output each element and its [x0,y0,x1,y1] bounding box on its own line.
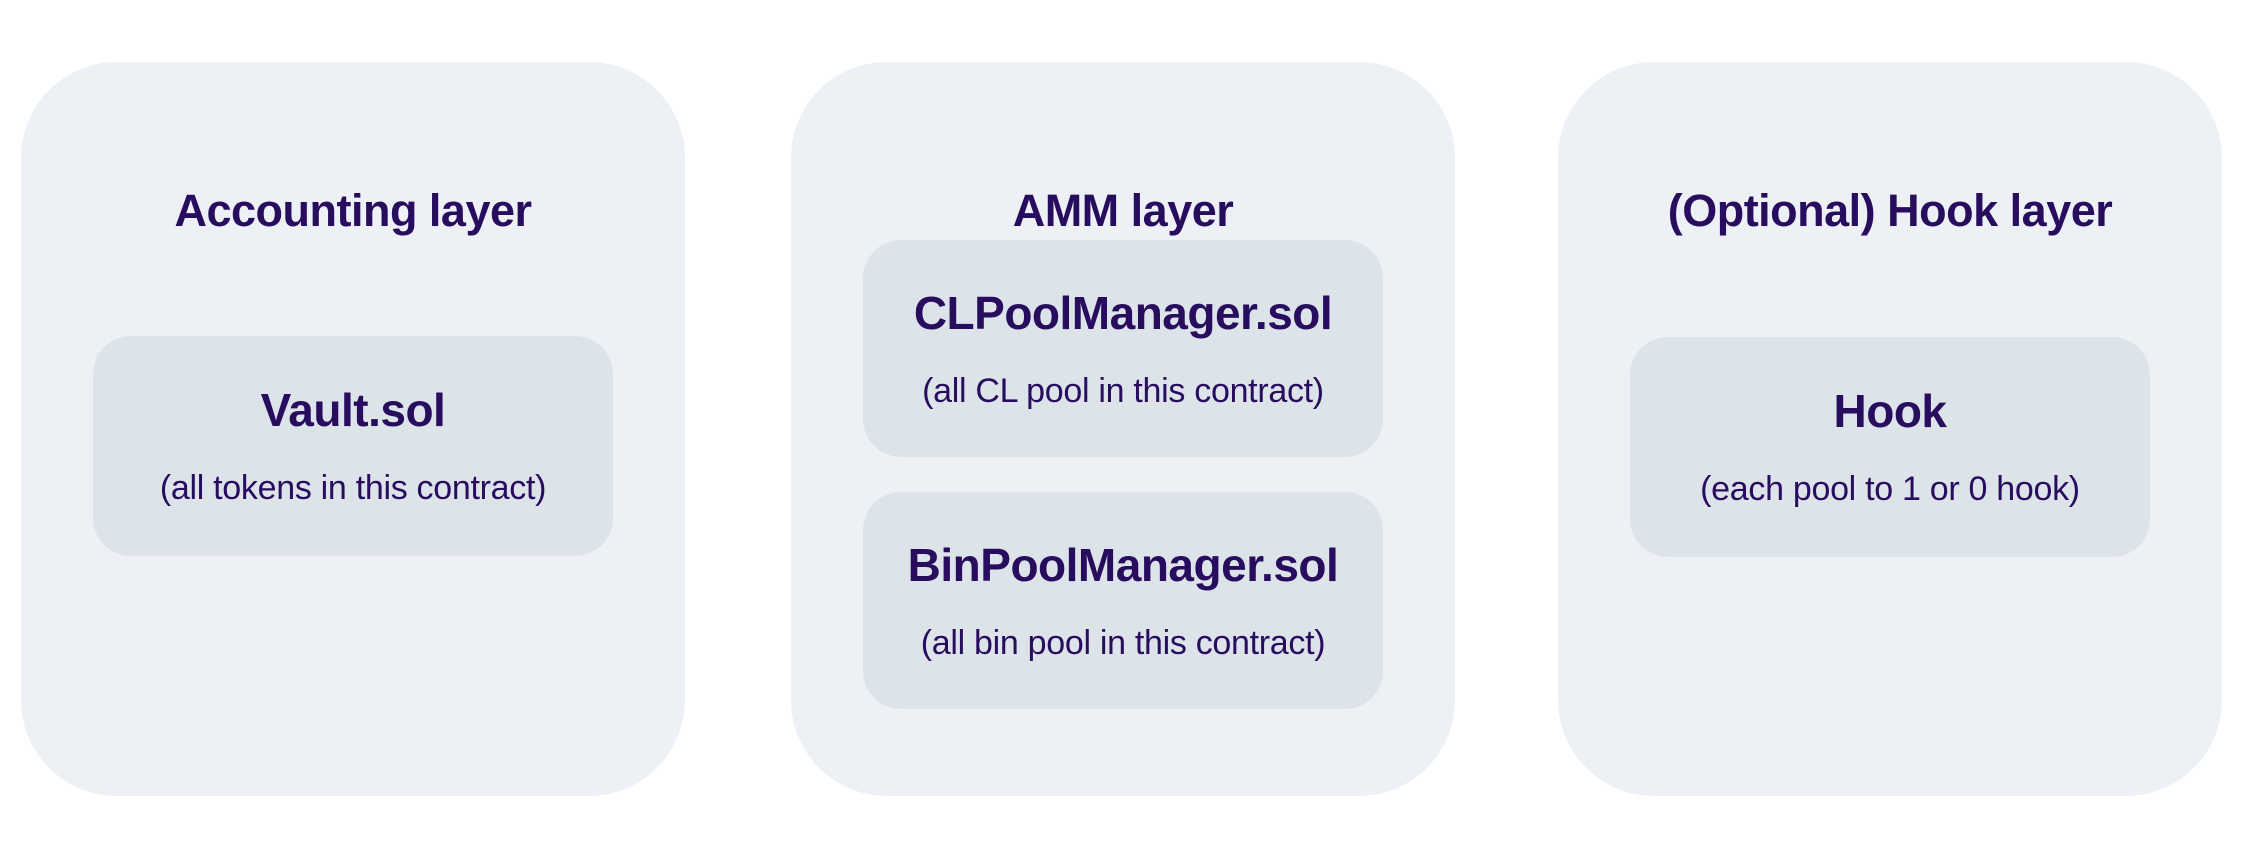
card-subtitle: (all tokens in this contract) [159,469,547,508]
card-subtitle: (all bin pool in this contract) [920,623,1326,662]
panel-hook-layer: (Optional) Hook layer Hook (each pool to… [1558,62,2222,796]
card-title: Hook [1833,385,1948,437]
card-title: BinPoolManager.sol [907,538,1339,591]
card-subtitle: (each pool to 1 or 0 hook) [1700,470,2080,509]
panel-accounting-layer: Accounting layer Vault.sol (all tokens i… [21,62,685,796]
panel-title: (Optional) Hook layer [1667,185,2113,236]
card-title: CLPoolManager.sol [913,286,1333,339]
panel-title: AMM layer [1012,185,1234,236]
panel-title: Accounting layer [174,185,532,236]
panel-amm-layer: AMM layer CLPoolManager.sol (all CL pool… [791,62,1455,796]
card-title: Vault.sol [260,384,446,436]
card-hook: Hook (each pool to 1 or 0 hook) [1630,337,2150,557]
card-vault-sol: Vault.sol (all tokens in this contract) [93,336,613,556]
card-binpoolmanager-sol: BinPoolManager.sol (all bin pool in this… [863,492,1383,709]
card-clpoolmanager-sol: CLPoolManager.sol (all CL pool in this c… [863,240,1383,457]
card-subtitle: (all CL pool in this contract) [922,371,1324,410]
